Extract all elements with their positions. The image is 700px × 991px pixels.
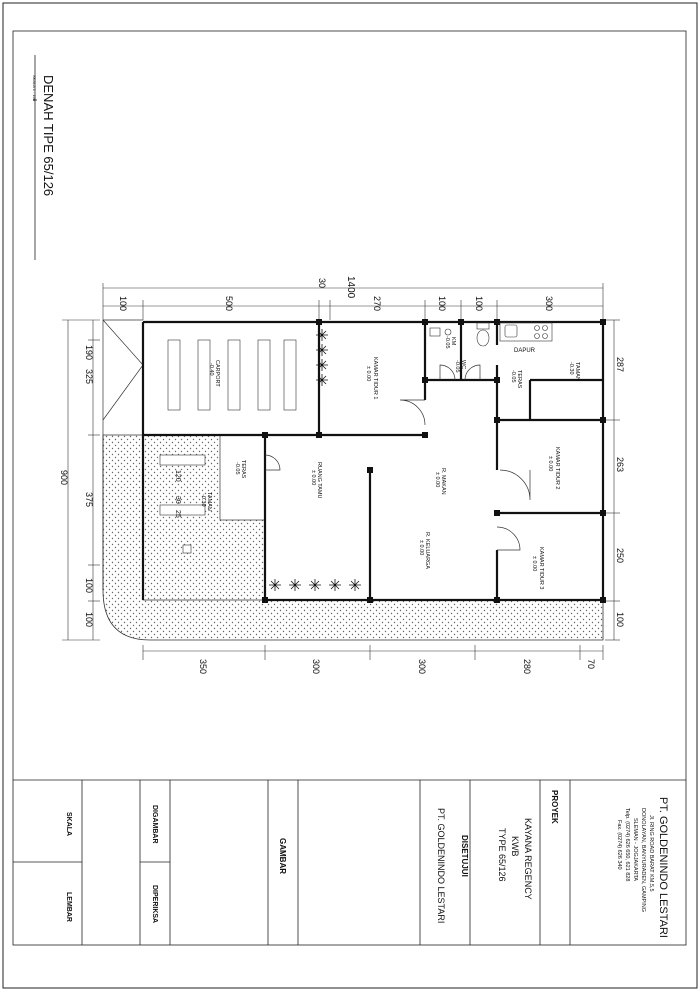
room-kamar-tidur-1: KAMAR TIDUR 1 xyxy=(372,357,378,399)
doors xyxy=(264,364,531,551)
room-wc: WC xyxy=(460,360,466,369)
dim-inner-30: 30 xyxy=(174,496,181,504)
room-kamar-tidur-2-level: ± 0.00 xyxy=(547,456,553,471)
room-kamar-tidur-3: KAMAR TIDUR 3 xyxy=(538,547,544,589)
room-kamar-tidur-1-level: ± 0.00 xyxy=(365,366,371,381)
dim-overall: 1400 xyxy=(345,276,356,299)
room-carport: CARPORT xyxy=(214,360,220,387)
company-name: PT. GOLDENINDO LESTARI xyxy=(657,797,669,938)
dim-bottom-2: 300 xyxy=(311,659,321,674)
room-teras-front-level: -0.05 xyxy=(234,462,240,475)
dim-bottom-5: 70 xyxy=(586,659,596,669)
lembar-label: LEMBAR xyxy=(65,892,72,922)
dim-left-total: 900 xyxy=(59,470,69,485)
company-address-2: DONOLAYAN, BANYURADEN, GAMPING xyxy=(640,808,646,912)
room-taman-back-level: -0.30 xyxy=(568,362,574,375)
room-taman-front: TAMAN xyxy=(206,492,212,511)
disetujui-label: DISETUJUI xyxy=(460,835,469,877)
room-kamar-tidur-3-level: ± 0.00 xyxy=(531,556,537,571)
dim-inner-25: 25 xyxy=(174,510,181,518)
drawing-scale: SKALA 1 : 100 xyxy=(32,75,37,102)
company-address-5: Fax. (0274) 626 340 xyxy=(616,820,622,870)
dim-left-1: 190 xyxy=(84,345,94,360)
proyek-line-3: TYPE 65/126 xyxy=(497,828,507,882)
company-address-4: Telp. (0274) 626 650, 621 828 xyxy=(624,808,630,881)
room-carport-level: -0.40 xyxy=(208,363,214,376)
room-dapur: DAPUR xyxy=(514,348,536,354)
room-r-makan: R. MAKAN xyxy=(440,468,446,495)
gambar-label: GAMBAR xyxy=(278,838,287,874)
room-kamar-tidur-2: KAMAR TIDUR 2 xyxy=(554,447,560,489)
landscape-areas xyxy=(102,434,604,641)
disetujui-company: PT. GOLDENINDO LESTARI xyxy=(436,808,446,923)
dim-bottom-1: 350 xyxy=(198,659,208,674)
room-labels: CARPORT -0.40 KAMAR TIDUR 1 ± 0.00 KM -0… xyxy=(200,336,580,589)
room-r-keluarga-level: ± 0.00 xyxy=(418,540,424,555)
dim-bottom-3: 300 xyxy=(417,659,427,674)
proyek-line-2: KWB xyxy=(510,836,520,857)
dim-top-4: 270 xyxy=(372,296,382,311)
room-ruang-tamu-level: ± 0.00 xyxy=(310,470,316,485)
dim-right-4: 100 xyxy=(615,612,625,627)
company-address-3: SLEMAN - JOGJAKARTA xyxy=(632,818,638,881)
carport-edge xyxy=(102,319,144,435)
dim-top-7: 300 xyxy=(544,296,554,311)
dim-right-1: 287 xyxy=(615,357,625,372)
carport-strips xyxy=(167,339,297,411)
sheet-border-inner xyxy=(12,30,687,946)
fixtures xyxy=(429,322,553,347)
room-wc-level: -0.05 xyxy=(454,360,460,373)
room-taman-front-level: -0.30 xyxy=(200,494,206,507)
room-r-keluarga: R. KELUARGA xyxy=(424,532,430,569)
dim-top-6: 100 xyxy=(474,296,484,311)
dim-left-4: 100 xyxy=(84,578,94,593)
dimension-lines xyxy=(62,283,620,660)
teras-front-clear xyxy=(219,434,266,521)
dim-left-3: 375 xyxy=(84,492,94,507)
room-teras-back: TERAS xyxy=(516,370,522,389)
diperiksa-label: DIPERIKSA xyxy=(151,885,158,923)
inner-dims: 120 30 25 xyxy=(174,470,181,518)
dim-right-2: 263 xyxy=(615,457,625,472)
dim-inner-120: 120 xyxy=(174,470,181,482)
columns xyxy=(262,319,606,603)
dim-left-5: 100 xyxy=(84,612,94,627)
room-ruang-tamu: RUANG TAMU xyxy=(316,462,322,498)
title-block-text: PT. GOLDENINDO LESTARI Jl. RING ROAD BAR… xyxy=(65,790,669,938)
title-block-frame xyxy=(13,779,686,945)
skala-label: SKALA xyxy=(65,812,72,836)
walls xyxy=(141,320,605,602)
dim-bottom-4: 280 xyxy=(522,659,532,674)
proyek-label: PROYEK xyxy=(550,790,559,824)
dim-left-2: 325 xyxy=(84,369,94,384)
dim-top-3: 30 xyxy=(317,278,327,288)
proyek-line-1: KAYANA REGENCY xyxy=(523,818,533,900)
room-teras-back-level: -0.05 xyxy=(510,370,516,383)
drawing-title: DENAH TIPE 65/126 xyxy=(41,75,56,196)
room-r-makan-level: ± 0.00 xyxy=(434,472,440,487)
company-address-1: Jl. RING ROAD BARAT KM.5,5 xyxy=(648,815,654,892)
dimension-texts: 1400 100 500 30 270 100 100 300 350 300 … xyxy=(59,276,625,674)
plants xyxy=(269,329,361,591)
taman-front-features xyxy=(159,454,206,554)
drawing-title-block: DENAH TIPE 65/126 SKALA 1 : 100 xyxy=(32,55,56,260)
room-teras-front: TERAS xyxy=(240,460,246,479)
room-km: KM xyxy=(450,337,456,346)
digambar-label: DIGAMBAR xyxy=(151,805,158,844)
dim-top-5: 100 xyxy=(437,296,447,311)
dim-top-1: 100 xyxy=(118,296,128,311)
room-km-level: -0.05 xyxy=(444,336,450,349)
dim-right-3: 250 xyxy=(615,548,625,563)
room-taman-back: TAMAN xyxy=(574,362,580,381)
dim-top-2: 500 xyxy=(224,296,234,311)
